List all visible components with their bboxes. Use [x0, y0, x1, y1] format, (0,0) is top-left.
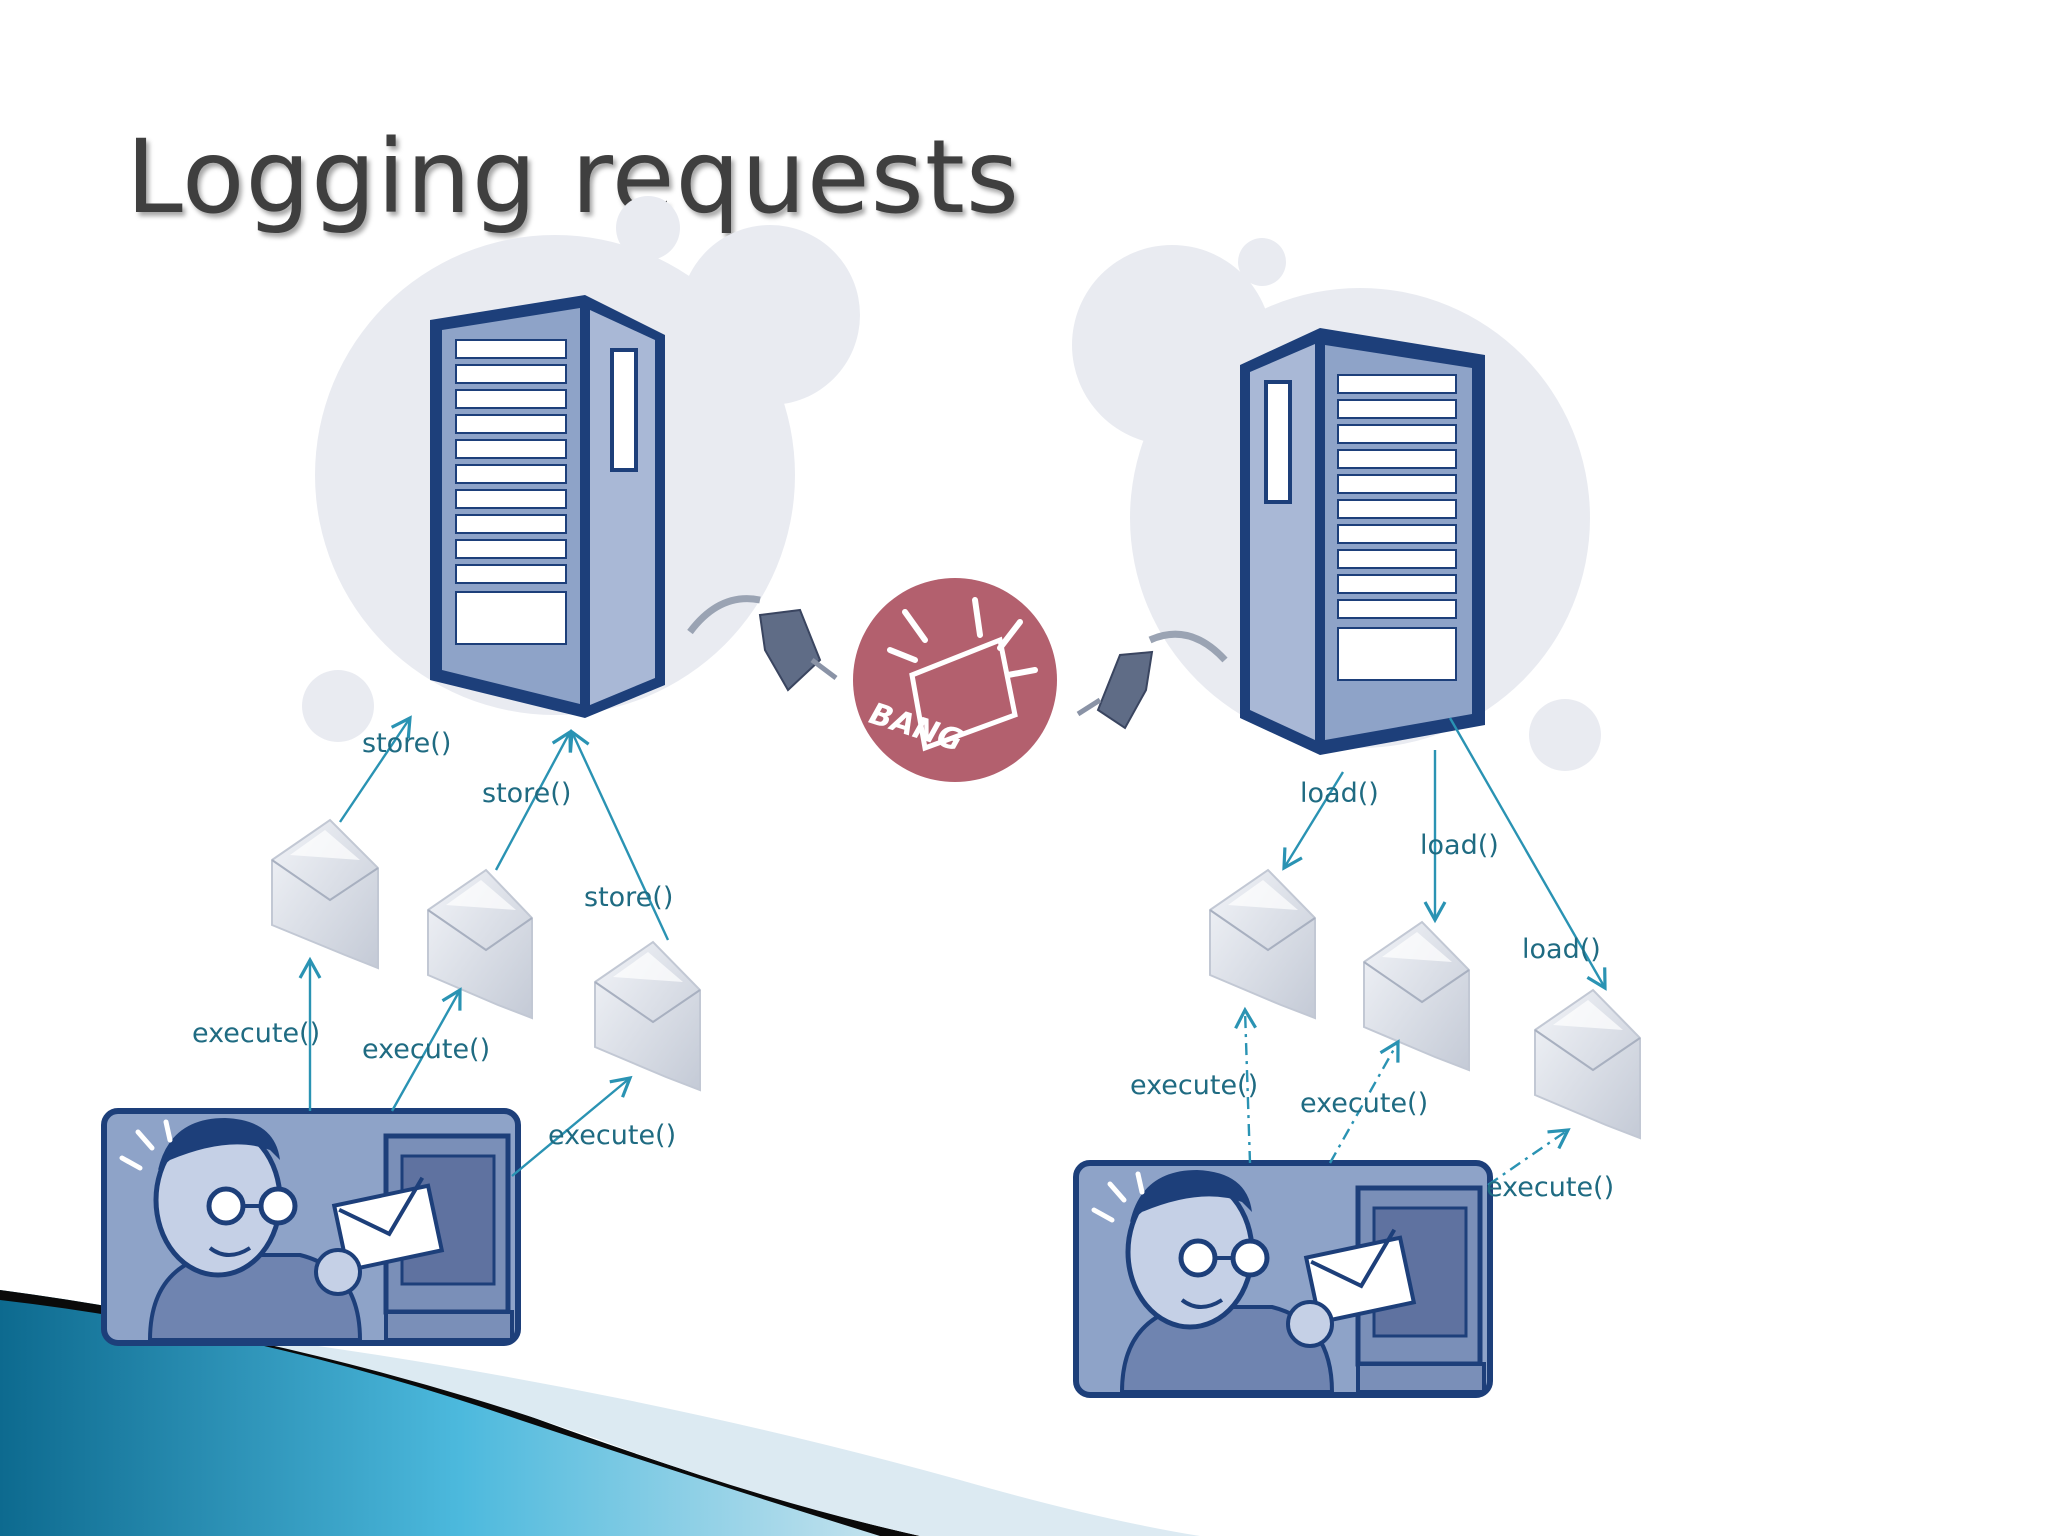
load-arrow-3 [1448, 717, 1607, 991]
bang-explosion-icon: BANG [853, 578, 1057, 782]
store-label-3: store() [584, 882, 673, 913]
right-execute-arrows [1234, 1006, 1571, 1186]
left-server [430, 295, 665, 718]
right-execute-label-2: execute() [1300, 1088, 1428, 1119]
right-envelope-3 [1534, 988, 1641, 1140]
right-load-arrows [1282, 717, 1607, 991]
right-envelope-1 [1209, 868, 1316, 1020]
store-arrow-1 [339, 715, 412, 823]
load-arrow-1 [1282, 771, 1345, 871]
load-label-3: load() [1522, 934, 1601, 965]
right-execute-label-1: execute() [1130, 1070, 1258, 1101]
execute-arrow-2 [390, 987, 462, 1112]
right-client-illustration [1073, 1160, 1493, 1398]
right-execute-label-3: execute() [1486, 1172, 1614, 1203]
execute-label-3: execute() [548, 1120, 676, 1151]
store-label-1: store() [362, 728, 451, 759]
slide-title: Logging requests [126, 118, 1020, 237]
dashed-execute-arrow-2 [1328, 1039, 1400, 1164]
left-execute-arrows [298, 956, 633, 1177]
unplugged-cable-right [1076, 630, 1228, 730]
store-arrow-3 [568, 729, 670, 941]
dashed-execute-arrow-1 [1234, 1006, 1257, 1164]
store-label-2: store() [482, 778, 571, 809]
store-arrow-2 [494, 729, 572, 871]
left-client-illustration [101, 1108, 521, 1346]
left-store-arrows [339, 715, 670, 941]
left-envelope-3 [594, 940, 701, 1092]
unplugged-cable-left [687, 595, 838, 692]
right-envelope-2 [1363, 920, 1470, 1072]
left-envelope-2 [427, 868, 533, 1020]
execute-arrow-3 [511, 1075, 633, 1177]
left-envelope-1 [271, 818, 379, 970]
load-label-2: load() [1420, 830, 1499, 861]
execute-label-1: execute() [192, 1018, 320, 1049]
load-label-1: load() [1300, 778, 1379, 809]
right-server [1240, 328, 1485, 755]
decorative-wave [0, 1290, 1200, 1536]
execute-label-2: execute() [362, 1034, 490, 1065]
